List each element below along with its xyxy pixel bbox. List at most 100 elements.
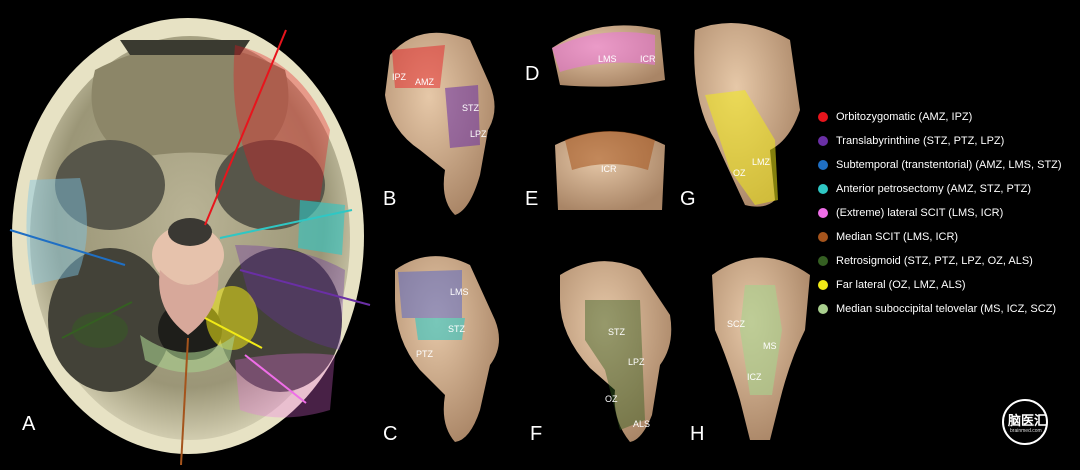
panel-f-label-als: ALS — [633, 419, 650, 429]
trajectory-lateral-scit — [244, 354, 307, 404]
trajectory-far-lateral — [204, 317, 263, 349]
panel-c-brainstem-model: LMS STZ PTZ C — [383, 256, 499, 445]
trajectory-anterior-petrosectomy — [219, 209, 353, 239]
panel-f-label-oz: OZ — [605, 394, 618, 404]
panel-h-label-icz: ICZ — [747, 372, 762, 382]
legend-item: Anterior petrosectomy (AMZ, STZ, PTZ) — [818, 182, 1070, 197]
legend-item-label: Anterior petrosectomy (AMZ, STZ, PTZ) — [836, 183, 1031, 195]
panel-b-label-lpz: LPZ — [470, 129, 487, 139]
legend-dot-icon — [818, 112, 828, 122]
trajectory-median-suboccipital — [180, 337, 189, 466]
panel-b-region-orbitozygomatic — [392, 45, 445, 88]
legend-item: Far lateral (OZ, LMZ, ALS) — [818, 278, 1070, 293]
panel-h-brainstem-model: SCZ MS ICZ H — [690, 257, 810, 445]
panel-b-label-stz: STZ — [462, 103, 480, 113]
watermark-logo: 脑医汇 brainmed.com — [994, 397, 1066, 447]
panel-e-brainstem-model: ICR E — [525, 131, 665, 210]
anterior-fossa-holes — [120, 40, 250, 55]
legend-item: Orbitozygomatic (AMZ, IPZ) — [818, 110, 1070, 125]
legend-item-label: Orbitozygomatic (AMZ, IPZ) — [836, 111, 973, 123]
posterior-fossa-left — [48, 248, 172, 392]
panel-letter-b: B — [383, 188, 396, 210]
logo-circle-icon — [1002, 399, 1048, 445]
panel-f-label-stz: STZ — [608, 327, 626, 337]
legend-item: Subtemporal (transtentorial) (AMZ, LMS, … — [818, 158, 1070, 173]
panel-letter-d: D — [525, 63, 539, 85]
panel-c-label-ptz: PTZ — [416, 349, 434, 359]
legend-item-label: Translabyrinthine (STZ, PTZ, LPZ) — [836, 135, 1005, 147]
region-subtemporal — [26, 178, 88, 285]
panel-b-label-ipz: IPZ — [392, 72, 407, 82]
panel-c-label-lms: LMS — [450, 287, 469, 297]
middle-fossa-left — [55, 140, 165, 230]
panel-letter-g: G — [680, 188, 696, 210]
logo-text: 脑医汇 — [1008, 413, 1048, 428]
legend-dot-icon — [818, 208, 828, 218]
trajectory-retrosigmoid — [61, 301, 133, 339]
panel-letter-a: A — [22, 413, 36, 435]
panel-e-region-median-scit — [565, 131, 655, 170]
panel-a-skull-base: A — [9, 18, 371, 466]
panel-b-region-translabyrinthine — [445, 85, 480, 148]
legend-item: Retrosigmoid (STZ, PTZ, LPZ, OZ, ALS) — [818, 254, 1070, 269]
legend-dot-icon — [818, 160, 828, 170]
legend-dot-icon — [818, 304, 828, 314]
panel-f-brainstem-model: STZ LPZ OZ ALS F — [530, 261, 672, 445]
panel-g-region-far-lateral — [705, 90, 778, 205]
panel-letter-c: C — [383, 423, 397, 445]
panel-letter-e: E — [525, 188, 538, 210]
panel-h-label-scz: SCZ — [727, 319, 746, 329]
legend-item-label: Retrosigmoid (STZ, PTZ, LPZ, OZ, ALS) — [836, 255, 1033, 267]
legend-item: Translabyrinthine (STZ, PTZ, LPZ) — [818, 134, 1070, 149]
panel-g-label-oz: OZ — [733, 168, 746, 178]
panel-b-brainstem — [385, 32, 495, 216]
panel-f-label-lpz: LPZ — [628, 357, 645, 367]
panel-h-label-ms: MS — [763, 341, 777, 351]
panel-f-region-retrosigmoid — [585, 300, 645, 430]
legend-item: Median SCIT (LMS, ICR) — [818, 230, 1070, 245]
panel-e-label-icr: ICR — [601, 164, 617, 174]
panel-c-label-stz: STZ — [448, 324, 466, 334]
panel-h-region-median-suboccipital — [740, 285, 782, 395]
panel-b-brainstem-model: IPZ AMZ STZ LPZ B — [383, 32, 495, 216]
logo-url: brainmed.com — [1010, 428, 1042, 434]
posterior-fossa-right — [218, 248, 342, 392]
middle-fossa-right — [215, 140, 325, 230]
panel-f-brainstem — [560, 261, 672, 442]
panel-g-label-lmz: LMZ — [752, 157, 771, 167]
panel-letter-h: H — [690, 423, 704, 445]
region-retrosigmoid — [72, 312, 128, 348]
panel-b-label-amz: AMZ — [415, 77, 435, 87]
panel-g-brainstem-model: LMZ OZ G — [680, 22, 800, 210]
region-far-lateral — [206, 286, 258, 350]
brainstem-midbrain — [168, 218, 212, 246]
panel-c-region-anterior-petrosectomy — [415, 318, 465, 340]
legend-item-label: Median SCIT (LMS, ICR) — [836, 231, 959, 243]
legend-item-label: Far lateral (OZ, LMZ, ALS) — [836, 279, 966, 291]
legend-item-label: (Extreme) lateral SCIT (LMS, ICR) — [836, 207, 1004, 219]
legend-item: (Extreme) lateral SCIT (LMS, ICR) — [818, 206, 1070, 221]
trajectory-translabyrinthine — [239, 269, 371, 306]
legend-dot-icon — [818, 280, 828, 290]
legend-dot-icon — [818, 184, 828, 194]
region-translabyrinthine — [235, 245, 345, 350]
brainstem-medulla — [159, 270, 219, 335]
legend-item-label: Subtemporal (transtentorial) (AMZ, LMS, … — [836, 159, 1062, 171]
panel-d-brainstem-model: LMS ICR D — [525, 25, 665, 87]
panel-d-region-lateral-scit — [552, 31, 655, 73]
legend-dot-icon — [818, 256, 828, 266]
approach-legend: Orbitozygomatic (AMZ, IPZ) Translabyrinth… — [818, 110, 1070, 326]
region-orbitozygomatic — [233, 45, 330, 201]
trajectory-subtemporal — [9, 229, 126, 266]
trajectory-orbitozygomatic — [204, 29, 287, 226]
panel-c-region-subtemporal — [398, 270, 462, 318]
panel-d-label-lms: LMS — [598, 54, 617, 64]
panel-letter-f: F — [530, 423, 542, 445]
anterior-fossa — [91, 45, 289, 160]
legend-dot-icon — [818, 232, 828, 242]
legend-item: Median suboccipital telovelar (MS, ICZ, … — [818, 302, 1070, 317]
legend-item-label: Median suboccipital telovelar (MS, ICZ, … — [836, 303, 1057, 315]
region-anterior-petrosectomy — [298, 200, 345, 255]
